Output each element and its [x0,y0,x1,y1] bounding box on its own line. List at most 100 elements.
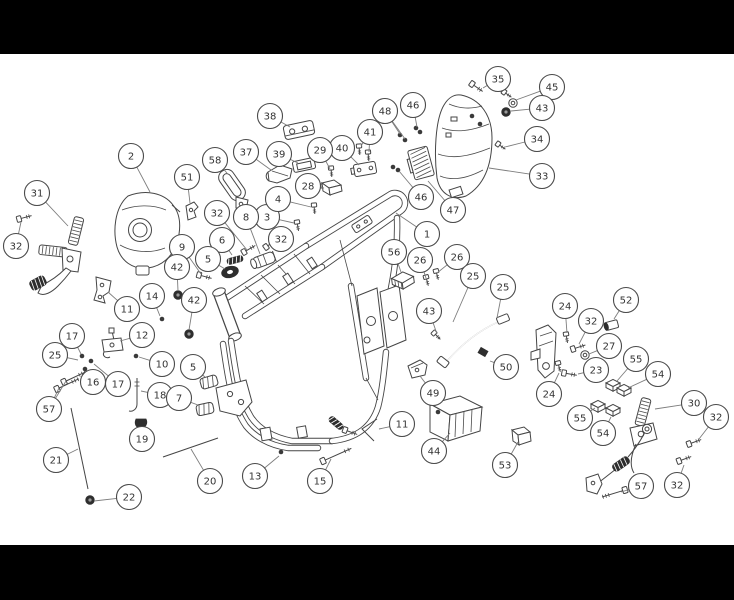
callout-22-43[interactable]: 22 [115,483,143,511]
callout-circle[interactable] [306,136,334,164]
callout-48-5[interactable]: 48 [371,97,399,125]
callout-55-69[interactable]: 55 [566,404,594,432]
callout-circle[interactable] [41,341,69,369]
callout-35[interactable]: 35 [484,65,512,93]
callout-24-61[interactable]: 24 [551,292,579,320]
callout-57-73[interactable]: 57 [627,472,655,500]
callout-47-49[interactable]: 47 [439,196,467,224]
callout-44-58[interactable]: 44 [420,437,448,465]
callout-circle[interactable] [203,199,231,227]
callout-circle[interactable] [535,380,563,408]
callout-4-21[interactable]: 4 [264,185,292,213]
callout-17-32[interactable]: 17 [58,322,86,350]
callout-51-16[interactable]: 51 [173,163,201,191]
callout-circle[interactable] [232,138,260,166]
callout-circle[interactable] [163,253,191,281]
callout-circle[interactable] [415,297,443,325]
callout-circle[interactable] [148,350,176,378]
callout-circle[interactable] [180,286,208,314]
callout-26-51[interactable]: 26 [406,246,434,274]
callout-circle[interactable] [413,220,441,248]
callout-circle[interactable] [23,179,51,207]
callout-33-4[interactable]: 33 [528,162,556,190]
callout-circle[interactable] [194,245,222,273]
callout-27-64[interactable]: 27 [595,332,623,360]
callout-32-63[interactable]: 32 [577,307,605,335]
callout-53-60[interactable]: 53 [491,451,519,479]
callout-circle[interactable] [492,353,520,381]
callout-41-7[interactable]: 41 [356,118,384,146]
callout-42-29[interactable]: 42 [180,286,208,314]
callout-circle[interactable] [117,142,145,170]
callout-circle[interactable] [42,446,70,474]
callout-circle[interactable] [208,226,236,254]
callout-circle[interactable] [702,403,730,431]
callout-17-35[interactable]: 17 [104,370,132,398]
callout-circle[interactable] [459,262,487,290]
callout-circle[interactable] [138,282,166,310]
callout-circle[interactable] [595,332,623,360]
callout-37-12[interactable]: 37 [232,138,260,166]
callout-circle[interactable] [663,471,691,499]
callout-circle[interactable] [528,162,556,190]
callout-24-66[interactable]: 24 [535,380,563,408]
callout-circle[interactable] [306,467,334,495]
callout-46-48[interactable]: 46 [407,183,435,211]
callout-circle[interactable] [528,94,556,122]
callout-circle[interactable] [58,322,86,350]
callout-32-72[interactable]: 32 [702,403,730,431]
callout-29-9[interactable]: 29 [306,136,334,164]
callout-circle[interactable] [294,172,322,200]
callout-circle[interactable] [371,97,399,125]
callout-circle[interactable] [113,295,141,323]
callout-10-36[interactable]: 10 [148,350,176,378]
callout-circle[interactable] [420,437,448,465]
callout-circle[interactable] [264,185,292,213]
callout-31-17[interactable]: 31 [23,179,51,207]
callout-21-42[interactable]: 21 [42,446,70,474]
callout-circle[interactable] [551,292,579,320]
callout-43-55[interactable]: 43 [415,297,443,325]
callout-20-44[interactable]: 20 [196,467,224,495]
callout-circle[interactable] [128,425,156,453]
callout-circle[interactable] [407,183,435,211]
callout-8-22[interactable]: 8 [232,203,260,231]
callout-circle[interactable] [173,163,201,191]
callout-circle[interactable] [622,345,650,373]
callout-circle[interactable] [265,140,293,168]
callout-23-65[interactable]: 23 [582,356,610,384]
callout-circle[interactable] [589,419,617,447]
callout-circle[interactable] [439,196,467,224]
callout-56-50[interactable]: 56 [380,238,408,266]
callout-40-8[interactable]: 40 [328,134,356,162]
callout-5-37[interactable]: 5 [179,353,207,381]
callout-12-31[interactable]: 12 [128,321,156,349]
callout-circle[interactable] [680,389,708,417]
callout-circle[interactable] [201,146,229,174]
callout-54-68[interactable]: 54 [644,360,672,388]
callout-circle[interactable] [196,467,224,495]
callout-circle[interactable] [644,360,672,388]
callout-13-45[interactable]: 13 [241,462,269,490]
callout-circle[interactable] [2,232,30,260]
callout-circle[interactable] [582,356,610,384]
callout-32-74[interactable]: 32 [663,471,691,499]
callout-34-3[interactable]: 34 [523,125,551,153]
callout-5-26[interactable]: 5 [194,245,222,273]
callout-circle[interactable] [165,384,193,412]
callout-circle[interactable] [356,118,384,146]
callout-15-46[interactable]: 15 [306,467,334,495]
callout-circle[interactable] [627,472,655,500]
callout-16-34[interactable]: 16 [79,368,107,396]
callout-circle[interactable] [577,307,605,335]
callout-54-70[interactable]: 54 [589,419,617,447]
callout-57-41[interactable]: 57 [35,395,63,423]
callout-circle[interactable] [267,225,295,253]
callout-32-18[interactable]: 32 [2,232,30,260]
callout-25-54[interactable]: 25 [489,273,517,301]
callout-7-39[interactable]: 7 [165,384,193,412]
callout-circle[interactable] [115,483,143,511]
callout-circle[interactable] [443,243,471,271]
callout-circle[interactable] [179,353,207,381]
callout-42-27[interactable]: 42 [163,253,191,281]
